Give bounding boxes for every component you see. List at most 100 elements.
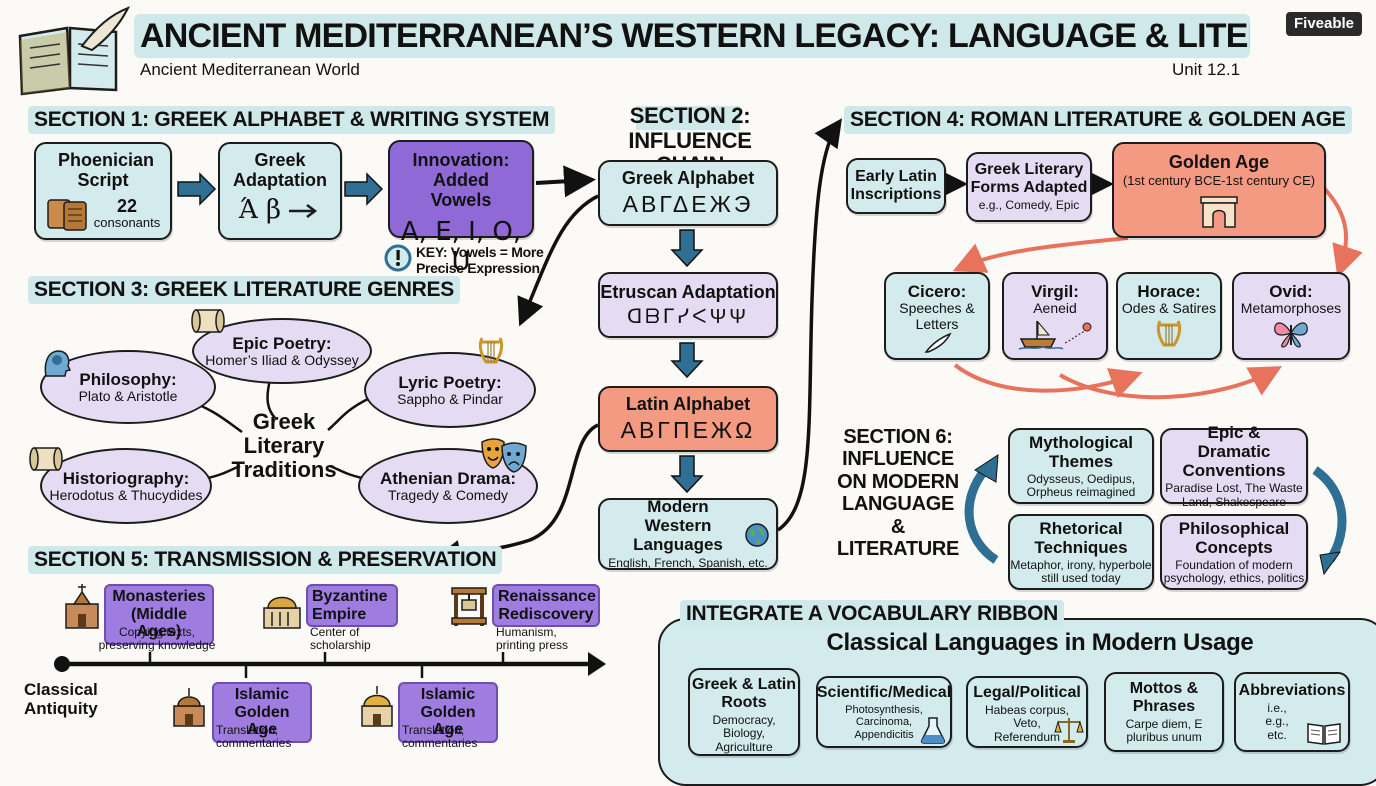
ship-journey-icon	[1018, 320, 1092, 350]
lyre-icon	[478, 337, 504, 364]
lyre-icon-horace	[1156, 320, 1182, 347]
arrow-innovation-greek-alphabet	[535, 165, 596, 198]
islamic-golden-age-label-2: Islamic Golden Age	[398, 682, 498, 743]
genre-epic-title: Epic Poetry:	[232, 333, 332, 353]
ribbon-abbreviations: Abbreviations i.e., e.g., etc.	[1234, 672, 1350, 752]
page-subtitle: Ancient Mediterranean World	[140, 60, 360, 79]
ribbon-greek-latin-roots: Greek & Latin Roots Democracy, Biology, …	[688, 668, 800, 756]
info-exclamation-icon	[384, 244, 412, 272]
arrow-modern-section4	[776, 118, 842, 532]
islamic-golden-age-desc-2: Translation, commentaries	[402, 723, 478, 751]
right-arrow-icon	[289, 203, 318, 218]
arrow-golden-ovid	[1320, 184, 1363, 278]
genre-epic-desc: Homer’s Iliad & Odyssey	[205, 351, 359, 368]
influence-rhetorical: Rhetorical Techniques Metaphor, irony, h…	[1008, 514, 1154, 590]
horace-title: Horace:	[1137, 282, 1201, 301]
modern-languages-title: Modern Western Languages	[633, 497, 723, 555]
monasteries-desc: Copying texts, preserving knowledge	[98, 625, 216, 653]
ribbon-legal-desc: Habeas corpus, Veto, Referendum	[984, 702, 1070, 744]
author-horace: Horace: Odes & Satires	[1116, 272, 1222, 360]
byzantine-desc: Center of scholarship	[310, 625, 371, 653]
horace-desc: Odes & Satires	[1121, 300, 1217, 317]
open-book-icon	[1307, 723, 1341, 745]
flask-icon	[920, 717, 946, 744]
theater-masks-icon	[481, 438, 527, 473]
ribbon-mottos-desc: Carpe diem, E pluribus unum	[1125, 716, 1203, 745]
genre-lyric-title: Lyric Poetry:	[398, 372, 502, 392]
scroll-icon-history	[29, 447, 63, 471]
innovation-vowels: A, E, I, O, U	[400, 217, 522, 277]
mythological-desc: Odysseus, Oedipus, Orpheus reimagined	[1026, 471, 1136, 500]
greek-adaptation-box: Greek Adaptation Ά β	[218, 142, 342, 240]
genre-philosophy-desc: Plato & Aristotle	[78, 387, 178, 404]
arrow-chain-1	[670, 229, 704, 268]
ribbon-scientific-title: Scientific/Medical	[816, 684, 952, 701]
ribbon-legal: Legal/Political Habeas corpus, Veto, Ref…	[966, 676, 1088, 748]
arrow-greek-alphabet-section3	[517, 194, 599, 327]
scroll-icon	[191, 309, 225, 333]
title-banner	[134, 14, 1250, 58]
influence-philosophical: Philosophical Concepts Foundation of mod…	[1160, 514, 1308, 590]
ovid-desc: Metamorphoses	[1240, 300, 1342, 317]
key-note-text: KEY: Vowels = More Precise Expression	[416, 244, 544, 277]
greek-alphabet-title: Greek Alphabet	[621, 168, 755, 189]
head-profile-icon	[44, 350, 72, 377]
arrow-greek-innovation	[344, 172, 384, 206]
fiveable-logo: Fiveable	[1286, 12, 1362, 36]
golden-age-box: Golden Age (1st century BCE-1st century …	[1112, 142, 1326, 238]
genre-lyric: Lyric Poetry: Sappho & Pindar	[364, 352, 536, 428]
section1-header: SECTION 1: GREEK ALPHABET & WRITING SYST…	[28, 106, 556, 134]
byzantine-label: Byzantine Empire	[306, 584, 398, 628]
modern-languages-box: Modern Western Languages English, French…	[598, 497, 778, 571]
arrow-phoenician-greek	[177, 172, 217, 206]
author-virgil: Virgil: Aeneid	[1002, 272, 1108, 360]
arrow-golden-cicero	[952, 236, 1129, 273]
etruscan-box: Etruscan Adaptation ᗡᗷᒥᓯᐸΨΨ	[598, 272, 778, 338]
ribbon-roots-title: Greek & Latin Roots	[691, 676, 797, 711]
ribbon-abbreviations-desc: i.e., e.g., etc.	[1265, 700, 1289, 742]
globe-icon	[745, 523, 769, 547]
page-title: ANCIENT MEDITERRANEAN’S WESTERN LEGACY: …	[140, 17, 1250, 55]
ribbon-abbreviations-title: Abbreviations	[1238, 682, 1346, 699]
genre-lyric-desc: Sappho & Pindar	[397, 390, 503, 407]
arrow-virgil-ovid	[1058, 366, 1283, 400]
monastery-icon	[65, 584, 99, 629]
cicero-desc: Speeches & Letters	[899, 300, 975, 332]
modern-languages-desc: English, French, Spanish, etc.	[608, 556, 768, 571]
genre-drama-title: Athenian Drama:	[379, 468, 517, 488]
genre-historiography-desc: Herodotus & Thucydides	[49, 486, 203, 503]
influence-epic-dramatic: Epic & Dramatic Conventions Paradise Los…	[1160, 423, 1308, 508]
arrow-cicero-horace	[953, 363, 1143, 399]
rhetorical-desc: Metaphor, irony, hyperbole still used to…	[1010, 557, 1152, 586]
golden-age-desc: (1st century BCE-1st century CE)	[1122, 173, 1316, 189]
phoenician-script-box: Phoenician Script 22 consonants	[34, 142, 172, 240]
virgil-title: Virgil:	[1031, 282, 1079, 301]
epic-dramatic-title: Epic & Dramatic Conventions	[1182, 423, 1286, 481]
greek-alphabet-box: Greek Alphabet ΑΒΓΔΕЖЭ	[598, 160, 778, 226]
scales-icon	[1054, 718, 1084, 743]
genre-historiography: Historiography: Herodotus & Thucydides	[40, 448, 212, 524]
influence-mythological: Mythological Themes Odysseus, Oedipus, O…	[1008, 428, 1154, 504]
early-latin-text: Early Latin Inscriptions	[850, 168, 942, 203]
cycle-arrow-right	[1312, 466, 1347, 563]
section6-header: SECTION 6: INFLUENCE ON MODERN LANGUAGE …	[836, 426, 960, 560]
arrow-chain-3	[670, 455, 704, 494]
phoenician-title: Phoenician Script	[58, 150, 155, 191]
ribbon-header: INTEGRATE A VOCABULARY RIBBON	[680, 600, 1065, 628]
epic-dramatic-desc: Paradise Lost, The Waste Land, Shakespea…	[1165, 481, 1303, 509]
greek-literary-traditions-center: Greek Literary Traditions	[231, 409, 337, 483]
greek-adaptation-glyphs: Ά β	[238, 195, 282, 226]
innovation-vowels-box: Innovation: Added Vowels A, E, I, O, U	[388, 140, 534, 276]
printing-press-icon	[451, 587, 487, 626]
genre-drama-desc: Tragedy & Comedy	[387, 486, 509, 503]
section2-title: SECTION 2: INFLUENCE CHAIN	[628, 103, 752, 177]
greek-forms-desc: e.g., Comedy, Epic	[978, 198, 1080, 213]
key-note: KEY: Vowels = More Precise Expression	[384, 244, 576, 276]
ribbon-scientific-desc: Photosynthesis, Carcinoma, Appendicitis	[845, 703, 923, 741]
etruscan-title: Etruscan Adaptation	[600, 281, 776, 302]
mosque-icon	[173, 688, 205, 727]
latin-alphabet-box: Latin Alphabet ΑΒΓΠΕЖΩ	[598, 386, 778, 452]
philosophical-title: Philosophical Concepts	[1178, 518, 1290, 557]
author-ovid: Ovid: Metamorphoses	[1232, 272, 1350, 360]
rhetorical-title: Rhetorical Techniques	[1034, 518, 1128, 557]
